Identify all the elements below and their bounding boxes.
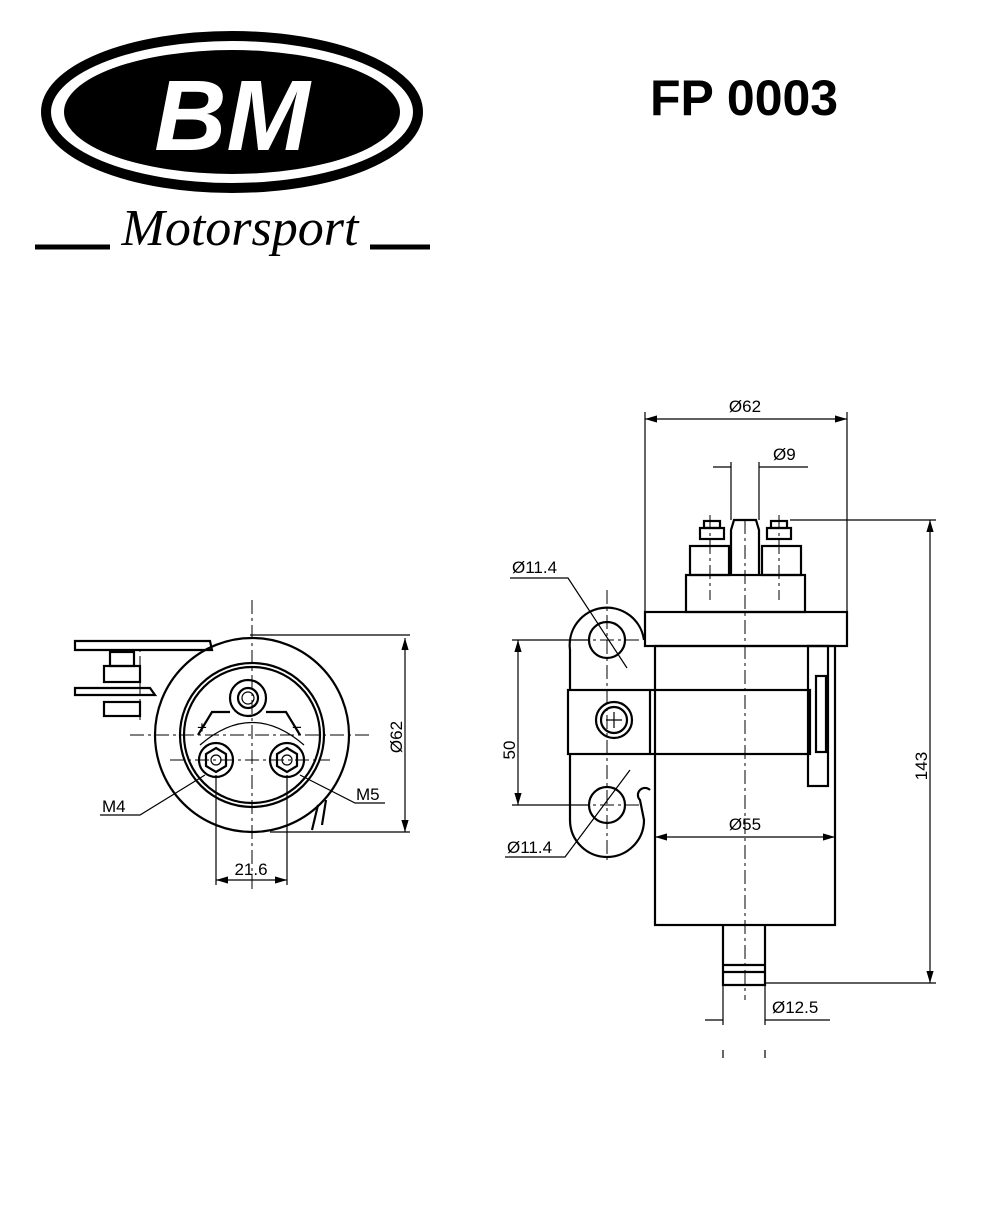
inlet-diameter-label: Ø12.5 bbox=[772, 998, 818, 1017]
part-number: FP 0003 bbox=[650, 70, 838, 126]
top-hole-label: Ø11.4 bbox=[512, 558, 557, 577]
end-diameter-label: Ø62 bbox=[387, 721, 406, 753]
minus-label: − bbox=[292, 718, 302, 737]
outlet-diameter-label: Ø9 bbox=[773, 445, 796, 464]
bm-motorsport-logo: BM Motorsport bbox=[35, 31, 430, 257]
m5-label: M5 bbox=[356, 785, 380, 804]
hole-spacing-label: 50 bbox=[500, 741, 519, 760]
flange-diameter-label: Ø62 bbox=[729, 397, 761, 416]
plus-label: + bbox=[197, 718, 207, 737]
bottom-hole-label: Ø11.4 bbox=[507, 838, 552, 857]
svg-text:Motorsport: Motorsport bbox=[121, 200, 360, 257]
height-label: 143 bbox=[912, 752, 931, 780]
m4-label: M4 bbox=[102, 797, 126, 816]
side-view: Ø62 Ø9 143 50 Ø11.4 Ø11.4 Ø55 Ø12.5 bbox=[500, 397, 936, 1058]
svg-text:BM: BM bbox=[154, 60, 312, 172]
body-diameter-label: Ø55 bbox=[729, 815, 761, 834]
terminal-spacing-label: 21.6 bbox=[234, 860, 267, 879]
end-view: + − Ø62 21.6 M4 M5 bbox=[73, 600, 410, 890]
